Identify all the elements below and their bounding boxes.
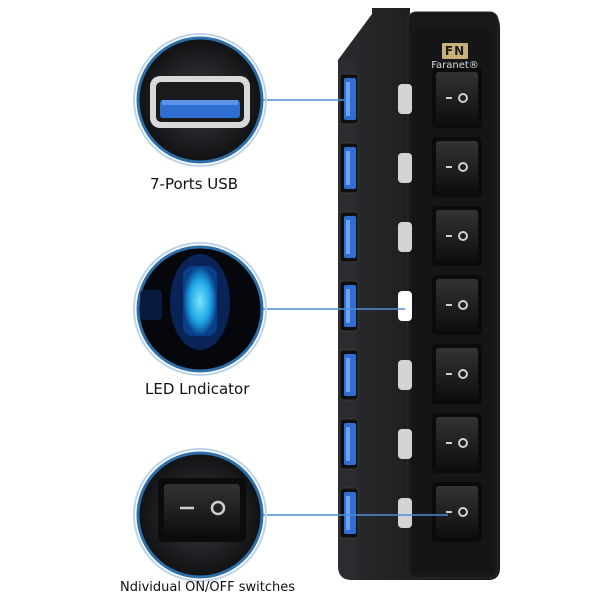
power-switch[interactable] [432, 68, 482, 128]
led-indicator [398, 84, 412, 114]
callout-usb-port [133, 33, 267, 167]
label-switches: Ndividual ON/OFF switches [120, 580, 296, 595]
callout-switch [133, 448, 267, 582]
brand-name: Faranet® [431, 60, 479, 71]
usb-port [339, 73, 359, 125]
led-indicator [398, 498, 412, 528]
brand-mark: FN [441, 43, 469, 59]
power-switch[interactable] [432, 137, 482, 197]
callout-led [133, 242, 267, 376]
label-ports: 7-Ports USB [150, 175, 239, 193]
usb-port [339, 487, 359, 539]
usb-port [339, 142, 359, 194]
led-column [398, 84, 412, 528]
usb-port [339, 280, 359, 332]
led-indicator-lit [398, 291, 412, 321]
led-indicator [398, 222, 412, 252]
led-indicator [398, 153, 412, 183]
usb-port [339, 418, 359, 470]
power-switch[interactable] [432, 482, 482, 542]
power-switch[interactable] [432, 344, 482, 404]
brand-logo: FN Faranet® [425, 40, 485, 71]
power-switch[interactable] [432, 206, 482, 266]
label-led: LED Lndicator [145, 380, 250, 398]
switch-column [432, 68, 482, 542]
usb-port [339, 211, 359, 263]
power-switch[interactable] [432, 275, 482, 335]
usb-port [339, 349, 359, 401]
port-column [339, 73, 359, 539]
power-switch[interactable] [432, 413, 482, 473]
led-indicator [398, 429, 412, 459]
led-indicator [398, 360, 412, 390]
